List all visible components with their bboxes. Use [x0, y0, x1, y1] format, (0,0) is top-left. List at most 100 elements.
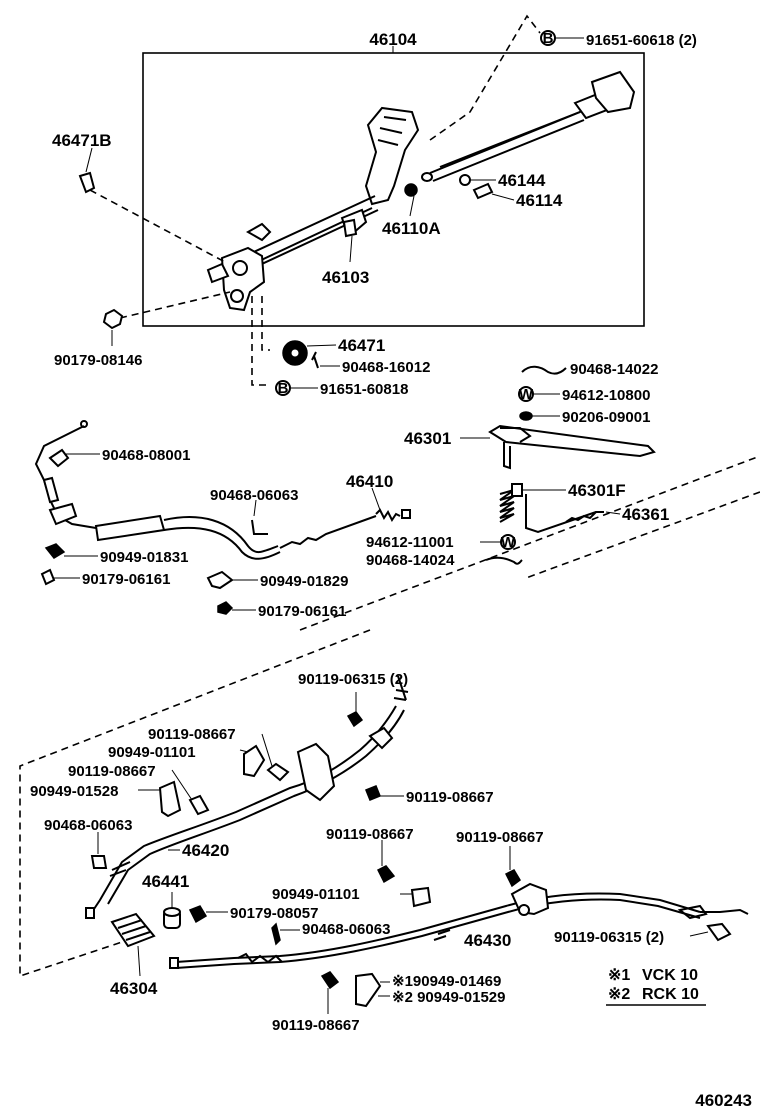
- label-46471B: 46471B: [52, 131, 112, 150]
- nut-90179-06161-b-icon: [217, 601, 234, 615]
- label-46471: 46471: [338, 336, 385, 355]
- legend-mark-2: ※2: [608, 986, 630, 1003]
- label-46144: 46144: [498, 171, 546, 190]
- label-46110A: 46110A: [382, 219, 441, 238]
- label-46301: 46301: [404, 429, 451, 448]
- label-90468-06063-c: 90468-06063: [302, 921, 390, 938]
- bolt-91651-60618-symbol: B: [540, 30, 584, 47]
- grip-46471B-icon: [78, 171, 96, 194]
- svg-text:W: W: [501, 534, 516, 551]
- pin-46114-icon: [472, 182, 494, 200]
- label-90119-06315-bottom: 90119-06315 (2): [554, 929, 664, 946]
- label-46441: 46441: [142, 872, 189, 891]
- clip-90468-14022-icon: [521, 365, 567, 375]
- label-46361: 46361: [622, 505, 669, 524]
- label-91651-60618: 91651-60618 (2): [586, 32, 697, 49]
- clip-90468-06063-a-icon: [251, 519, 268, 535]
- label-90119-08667-e: 90119-08667: [456, 829, 544, 846]
- label-90119-08667-b: 90119-08667: [406, 789, 494, 806]
- label-94612-10800: 94612-10800: [562, 387, 650, 404]
- label-90468-16012: 90468-16012: [342, 359, 430, 376]
- equalizer-46304: [110, 912, 156, 977]
- part-labels: 46104 91651-60618 (2) 46471B 46144 46114…: [30, 30, 697, 1034]
- nut-90179-06161-a-icon: [40, 568, 56, 586]
- label-90119-08667-c: 90119-08667: [68, 763, 156, 780]
- nut-90179-08057-icon: [188, 905, 208, 924]
- label-46103: 46103: [322, 268, 369, 287]
- pin-90468-16012-icon: [311, 351, 319, 369]
- bolt-90119-08667-c-icon: [188, 794, 210, 816]
- cable-46430: [169, 882, 749, 969]
- clip-90468-08001-icon: [48, 448, 70, 468]
- bolt-90119-06315-top-icon: [346, 711, 364, 728]
- pulley-46471-icon: [282, 340, 337, 366]
- label-90119-08667-a: 90119-08667: [148, 726, 236, 743]
- label-90468-06063-b: 90468-06063: [44, 817, 132, 834]
- clamp-90949-01528-icon: [158, 780, 182, 818]
- label-94612-11001: 94612-11001: [366, 534, 454, 551]
- clip-90468-06063-c-icon: [271, 922, 281, 946]
- label-90179-06161-b: 90179-06161: [258, 603, 346, 620]
- cable-46410: [34, 420, 411, 560]
- svg-text:B: B: [278, 380, 289, 397]
- brake-handle-rod: [421, 70, 636, 182]
- clamp-90949-01101-a-icon: [243, 744, 266, 778]
- label-46301F: 46301F: [568, 481, 626, 500]
- svg-text:B: B: [543, 30, 554, 47]
- rod-46361: [525, 494, 621, 534]
- clamp-90949-01101-b-icon: [410, 886, 432, 908]
- clip-90468-06063-b-icon: [90, 855, 108, 869]
- label-90949-01101-a: 90949-01101: [108, 744, 196, 761]
- label-90949-01529: ※2 90949-01529: [392, 989, 506, 1006]
- label-90949-01101-b: 90949-01101: [272, 886, 360, 903]
- bolt-90119-08667-d-icon: [376, 865, 396, 884]
- legend-text-2: RCK 10: [642, 986, 699, 1003]
- legend-mark-1: ※1: [608, 967, 630, 984]
- clamp-90949-01829-icon: [206, 570, 234, 590]
- nut-46144-icon: [459, 174, 471, 186]
- spring-46301F: [499, 483, 566, 523]
- label-90179-08146: 90179-08146: [54, 352, 142, 369]
- bracket-46103-icon: [342, 218, 358, 238]
- label-90179-06161-a: 90179-06161: [82, 571, 170, 588]
- bushing-46441: [163, 892, 181, 929]
- clamp-90949-01831-icon: [44, 543, 66, 559]
- label-90949-01829: 90949-01829: [260, 573, 348, 590]
- label-90949-01831: 90949-01831: [100, 549, 188, 566]
- label-90468-08001: 90468-08001: [102, 447, 190, 464]
- assembly-46104-frame: [142, 46, 645, 327]
- clamp-90949-01469-icon: [355, 972, 382, 1008]
- bolt-90119-08667-e-icon: [504, 869, 521, 888]
- label-46420: 46420: [182, 841, 229, 860]
- nut-90179-08146-icon: [102, 308, 124, 330]
- lever-46301: [488, 424, 656, 470]
- label-90119-08667-d: 90119-08667: [326, 826, 414, 843]
- label-46430: 46430: [464, 931, 511, 950]
- bolt-90119-08667-f-icon: [320, 971, 340, 990]
- legend-text-1: VCK 10: [642, 967, 698, 984]
- washer-94612-11001-symbol: W: [480, 534, 516, 551]
- bolt-90119-08667-b-icon: [365, 785, 381, 801]
- label-90468-06063-a: 90468-06063: [210, 487, 298, 504]
- label-90949-01469: ※190949-01469: [392, 973, 501, 990]
- bolt-91651-60818-symbol: B: [275, 380, 318, 397]
- label-90119-08667-f: 90119-08667: [272, 1017, 360, 1034]
- bolt-90119-08667-a-icon: [266, 762, 290, 782]
- brake-lever-body: [206, 106, 420, 312]
- bolt-90119-06315-bottom-icon: [706, 922, 732, 942]
- label-90949-01528: 90949-01528: [30, 783, 118, 800]
- label-46114: 46114: [516, 191, 563, 210]
- label-46104: 46104: [369, 30, 417, 49]
- clip-90468-14024-icon: [485, 556, 523, 565]
- cable-46420: [85, 675, 409, 919]
- label-90468-14022: 90468-14022: [570, 361, 658, 378]
- label-90206-09001: 90206-09001: [562, 409, 650, 426]
- label-90119-06315-top: 90119-06315 (2): [298, 671, 408, 688]
- variant-legend: ※1 VCK 10 ※2 RCK 10: [606, 967, 706, 1006]
- washer-90206-09001-icon: [519, 411, 533, 421]
- label-46304: 46304: [110, 979, 158, 998]
- washer-94612-10800-symbol: W: [518, 386, 560, 403]
- label-91651-60818: 91651-60818: [320, 381, 408, 398]
- svg-text:W: W: [519, 386, 534, 403]
- drawing-number: 460243: [695, 1091, 752, 1110]
